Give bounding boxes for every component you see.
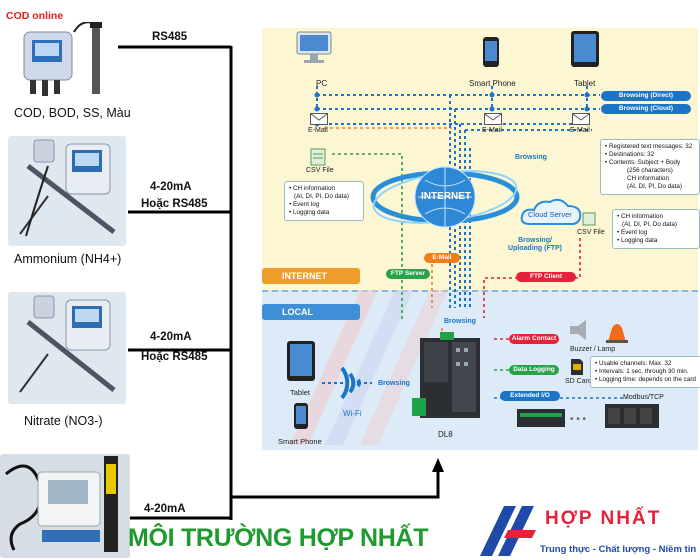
cloud-server-icon	[520, 198, 582, 225]
analog-label-3: 4-20mA	[144, 503, 186, 515]
email-label-1: E-Mail	[308, 127, 328, 134]
local-banner: LOCAL	[262, 304, 360, 320]
modbus-tcp-label: Modbus/TCP	[623, 394, 664, 401]
csv-file-label-2: CSV File	[577, 229, 605, 236]
or-rs485-label-2: Hoặc RS485	[141, 351, 208, 363]
internet-cloud-label: INTERNET	[421, 191, 471, 202]
buzzer-lamp-label: Buzzer / Lamp	[570, 346, 616, 353]
dl8-label: DL8	[438, 430, 453, 439]
extended-io-pill: Extended I/O	[500, 391, 560, 401]
nitrate-analyzer-image	[8, 292, 126, 404]
csv-file-icon	[310, 148, 326, 166]
csv-info-line: • Event log	[289, 201, 320, 208]
local-tablet-icon	[287, 341, 315, 381]
analog-label-1: 4-20mA	[150, 181, 192, 193]
csv-info-box: • CH information (AI, DI, PI, Do data) •…	[284, 181, 364, 221]
brand-slogan: Trung thực - Chất lượng - Niềm tin	[540, 544, 697, 555]
tablet-label: Tablet	[574, 79, 596, 88]
ammonium-caption: Ammonium (NH4+)	[14, 252, 122, 266]
nitrate-caption: Nitrate (NO3-)	[24, 414, 103, 428]
browsing-uploading-label: Browsing/ Uploading (FTP)	[506, 237, 564, 253]
ellipsis: • • •	[570, 414, 587, 425]
csv-file-icon-2	[582, 212, 596, 226]
sd-info-line: • Intervals: 1 sec. through 30 min.	[595, 368, 689, 375]
local-tablet-label: Tablet	[290, 388, 311, 397]
footer-title: MÔI TRƯỜNG HỢP NHẤT	[128, 524, 429, 552]
brand-name: HỢP NHẤT	[545, 508, 662, 529]
csv-info-line: • Logging data	[289, 209, 330, 216]
csv-file-label: CSV File	[306, 167, 334, 174]
ftp-info-box: • CH information (AI, DI, PI, Do data) •…	[612, 209, 700, 249]
hop-nhat-logo-icon	[480, 506, 536, 556]
email-info-line: CH information	[627, 175, 669, 182]
email-info-line: • Registered text messages: 32	[605, 143, 693, 150]
extended-io-module-icon	[517, 409, 565, 427]
csv-info-line: • CH information	[289, 185, 335, 192]
email-info-box: • Registered text messages: 32 • Destina…	[600, 139, 700, 195]
ftp-info-line: • Event log	[617, 229, 648, 236]
smart-phone-icon	[483, 37, 499, 67]
modbus-module-icon	[605, 404, 659, 428]
pc-label: PC	[316, 79, 328, 88]
local-smart-phone-label: Smart Phone	[278, 437, 322, 446]
smart-phone-label: Smart Phone	[469, 79, 516, 88]
ftp-info-line: (AI, DI, PI, Do data)	[622, 221, 677, 228]
browsing-label: Browsing	[515, 154, 547, 161]
rs485-label: RS485	[152, 31, 188, 43]
or-rs485-label-1: Hoặc RS485	[141, 198, 208, 210]
cod-analyzer-image	[22, 22, 112, 102]
ammonium-analyzer-image	[8, 136, 126, 246]
pc-icon	[296, 31, 332, 63]
watermark-logo	[290, 290, 448, 445]
email-icon-2	[484, 113, 502, 125]
do-analyzer-image	[0, 454, 130, 558]
cod-online-label: COD online	[6, 10, 64, 22]
sd-card-label: SD Card	[565, 378, 592, 385]
csv-info-line: (AI, DI, PI, Do data)	[294, 193, 349, 200]
wifi-label: Wi-Fi	[343, 409, 362, 418]
ftp-client-pill: FTP Client	[516, 272, 576, 282]
local-smart-phone-icon	[294, 403, 308, 429]
browsing-local-label: Browsing	[444, 318, 476, 325]
email-info-line: • Destinations: 32	[605, 151, 655, 158]
email-pill: E-Mail	[424, 253, 460, 263]
data-logging-pill: Data Logging	[509, 365, 559, 375]
email-label-2: E-Mail	[482, 127, 502, 134]
alarm-contact-pill: Alarm Contact	[509, 334, 559, 344]
cloud-server-label: Cloud Server	[528, 210, 572, 219]
email-info-line: (256 characters)	[627, 167, 673, 174]
internet-banner: INTERNET	[262, 268, 360, 284]
ftp-info-line: • CH information	[617, 213, 663, 220]
ftp-server-pill: FTP Server	[386, 269, 430, 279]
analog-label-2: 4-20mA	[150, 331, 192, 343]
tablet-icon	[571, 31, 599, 67]
browsing-direct-pill: Browsing (Direct)	[601, 91, 691, 101]
cod-caption: COD, BOD, SS, Màu	[14, 106, 131, 120]
buzzer-icon	[570, 320, 586, 340]
ftp-info-line: • Logging data	[617, 237, 658, 244]
dl8-logger-icon	[412, 332, 480, 418]
email-info-line: (AI, DI, PI, Do data)	[627, 183, 682, 190]
email-label-3: E-Mail	[570, 127, 590, 134]
email-icon-3	[572, 113, 590, 125]
sd-info-line: • Usable channels: Max. 32	[595, 360, 672, 367]
internet-cloud-icon	[370, 166, 520, 228]
sd-info-box: • Usable channels: Max. 32 • Intervals: …	[590, 356, 700, 388]
browsing-wifi-label: Browsing	[378, 380, 410, 387]
email-icon-1	[310, 113, 328, 125]
email-info-line: • Contents: Subject + Body	[605, 159, 681, 166]
browsing-uploading-text: Browsing/ Uploading (FTP)	[507, 237, 563, 252]
sd-info-line: • Logging time: depends on the card	[595, 376, 696, 383]
browsing-cloud-pill: Browsing (Cloud)	[601, 104, 691, 114]
lamp-icon	[606, 324, 628, 343]
wifi-icon	[340, 366, 361, 400]
sd-card-icon	[571, 359, 583, 375]
